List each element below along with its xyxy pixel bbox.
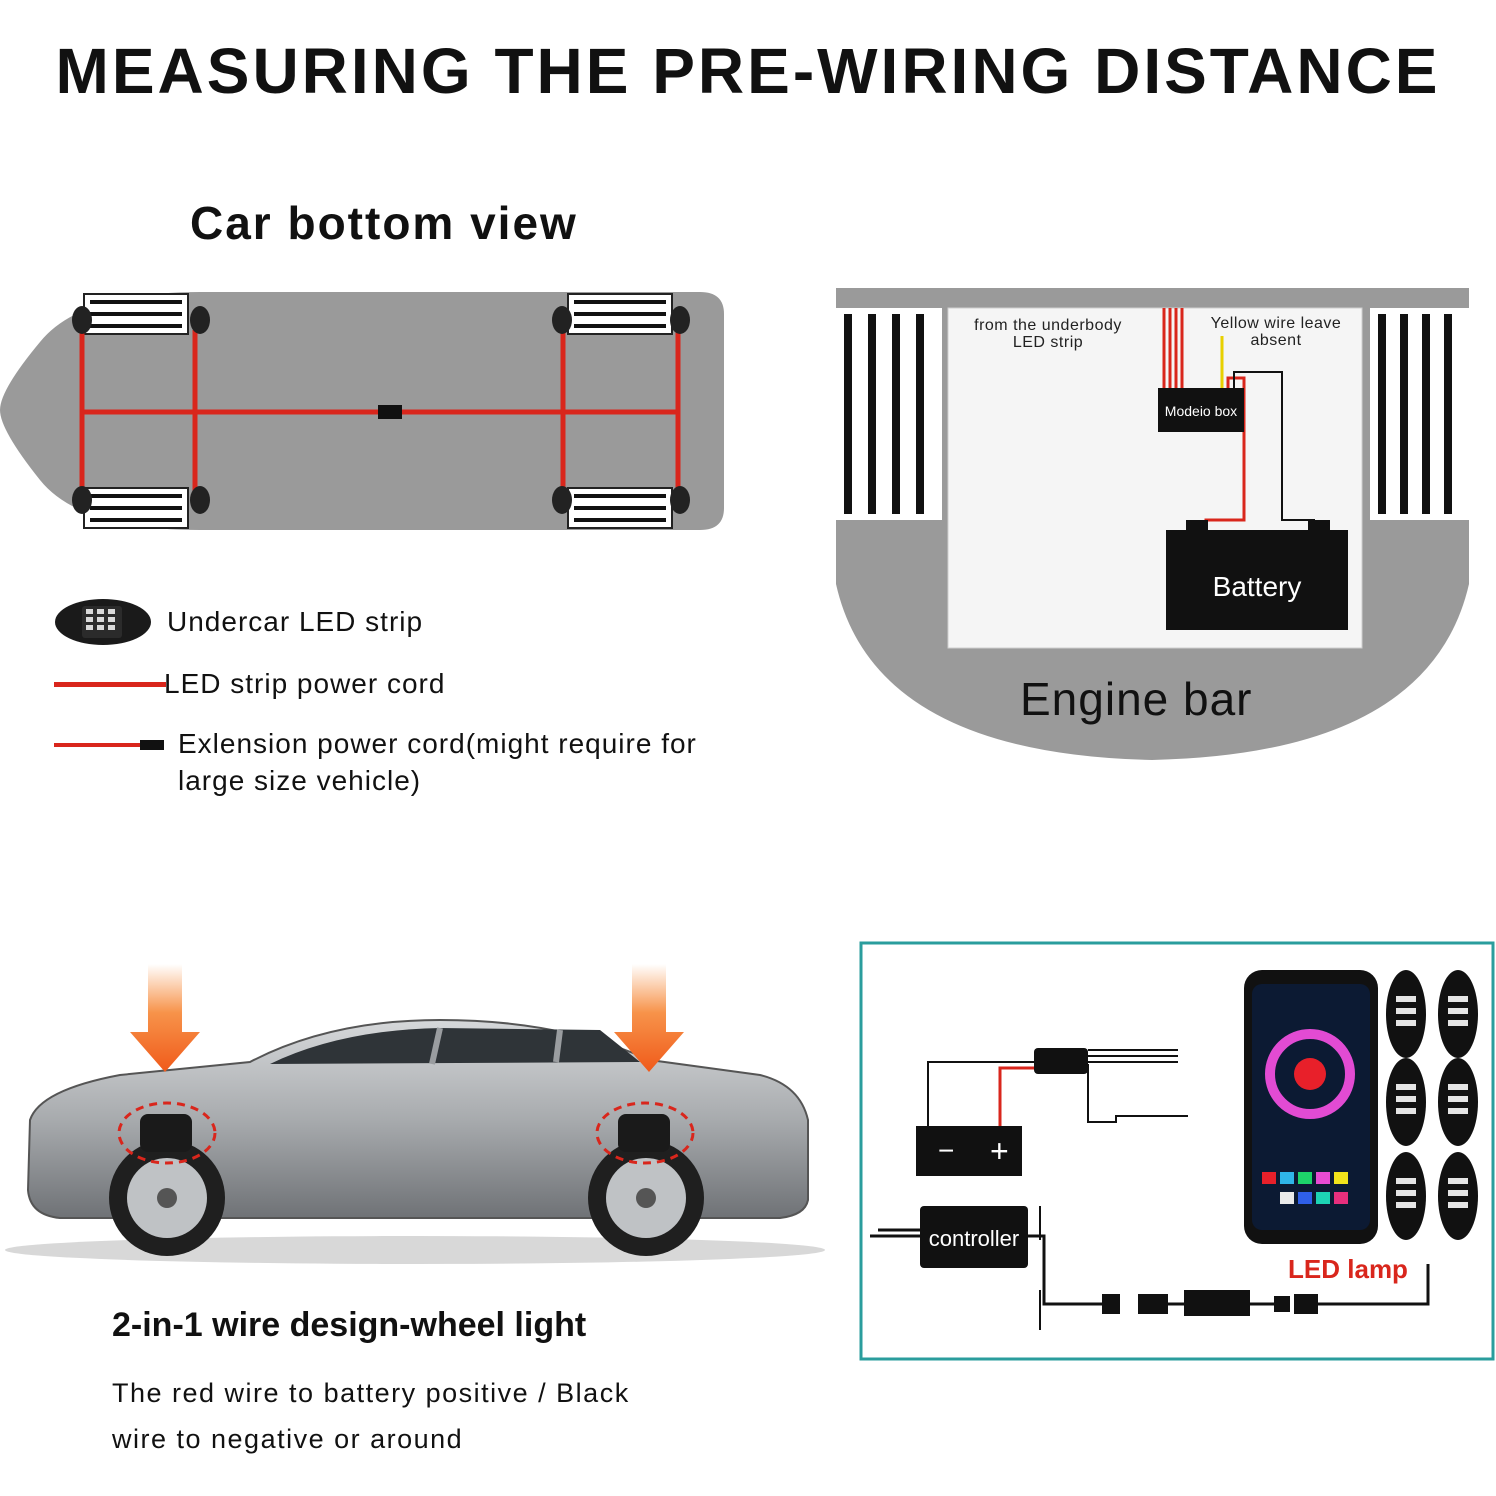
rear-wheel-led [618, 1114, 670, 1152]
module-box-label: Modeio box [1165, 403, 1237, 419]
legend-led-strip-label: Undercar LED strip [167, 606, 424, 637]
car-windows [270, 1028, 640, 1064]
top-module [1034, 1048, 1088, 1074]
led-strip-legend-icon [55, 599, 151, 645]
yellow-wire-label-line1: Yellow wire leave [1211, 315, 1342, 332]
engine-bay-diagram: Modeio box Battery from the underbody LE… [834, 288, 1470, 760]
right-tire [1370, 308, 1470, 520]
battery-minus: − [938, 1135, 954, 1166]
rear-highlight-circle [595, 1101, 695, 1165]
wheel-desc-line2: wire to negative or around [112, 1424, 464, 1454]
wheel-light-title: 2-in-1 wire design-wheel light [112, 1306, 587, 1344]
underbody-label-line1: from the underbody [974, 317, 1122, 334]
legend-power-cord-label: LED strip power cord [164, 668, 446, 699]
led-pods [72, 306, 690, 514]
controller-box [920, 1206, 1028, 1268]
extension-connector [378, 405, 402, 419]
page-title: MEASURING THE PRE-WIRING DISTANCE [55, 35, 1441, 107]
led-lamp-label: LED lamp [1288, 1254, 1408, 1284]
battery-label: Battery [1213, 571, 1302, 602]
color-wheel [1265, 1029, 1355, 1119]
battery [1166, 530, 1348, 630]
wiring-panel: − + controller LED lamp [859, 941, 1495, 1361]
extension-cord-legend-line [54, 740, 164, 750]
legend-extension-line2: large size vehicle) [178, 765, 422, 796]
engine-bay-label: Engine bar [1020, 673, 1253, 725]
power-cords [79, 330, 681, 492]
front-wheel-led [140, 1114, 192, 1152]
battery-plus: + [990, 1133, 1009, 1169]
front-highlight-circle [117, 1101, 217, 1165]
module-box [1158, 388, 1244, 432]
car-bottom-view-diagram [0, 292, 724, 530]
front-arrow [130, 964, 200, 1072]
inline-connector [1184, 1290, 1250, 1316]
yellow-wire-label-line2: absent [1250, 332, 1301, 349]
legend-extension-line1: Exlension power cord(might require for [178, 728, 697, 759]
battery-terminal-neg [1186, 520, 1208, 532]
rear-arrow [614, 964, 684, 1072]
wheel-desc-line1: The red wire to battery positive / Black [112, 1378, 630, 1408]
tire-tread-marks [90, 300, 666, 522]
sedan-side-view [5, 964, 825, 1264]
wiring-battery [916, 1126, 1022, 1176]
controller-label: controller [929, 1226, 1019, 1251]
phone-color-buttons [1262, 1172, 1348, 1204]
battery-terminal-pos [1308, 520, 1330, 532]
car-bottom-view-title: Car bottom view [190, 197, 578, 249]
power-cord-legend-line [54, 682, 166, 687]
wheel-light-description: The red wire to battery positive / Black… [112, 1370, 712, 1462]
underbody-label-line2: LED strip [1013, 334, 1083, 351]
